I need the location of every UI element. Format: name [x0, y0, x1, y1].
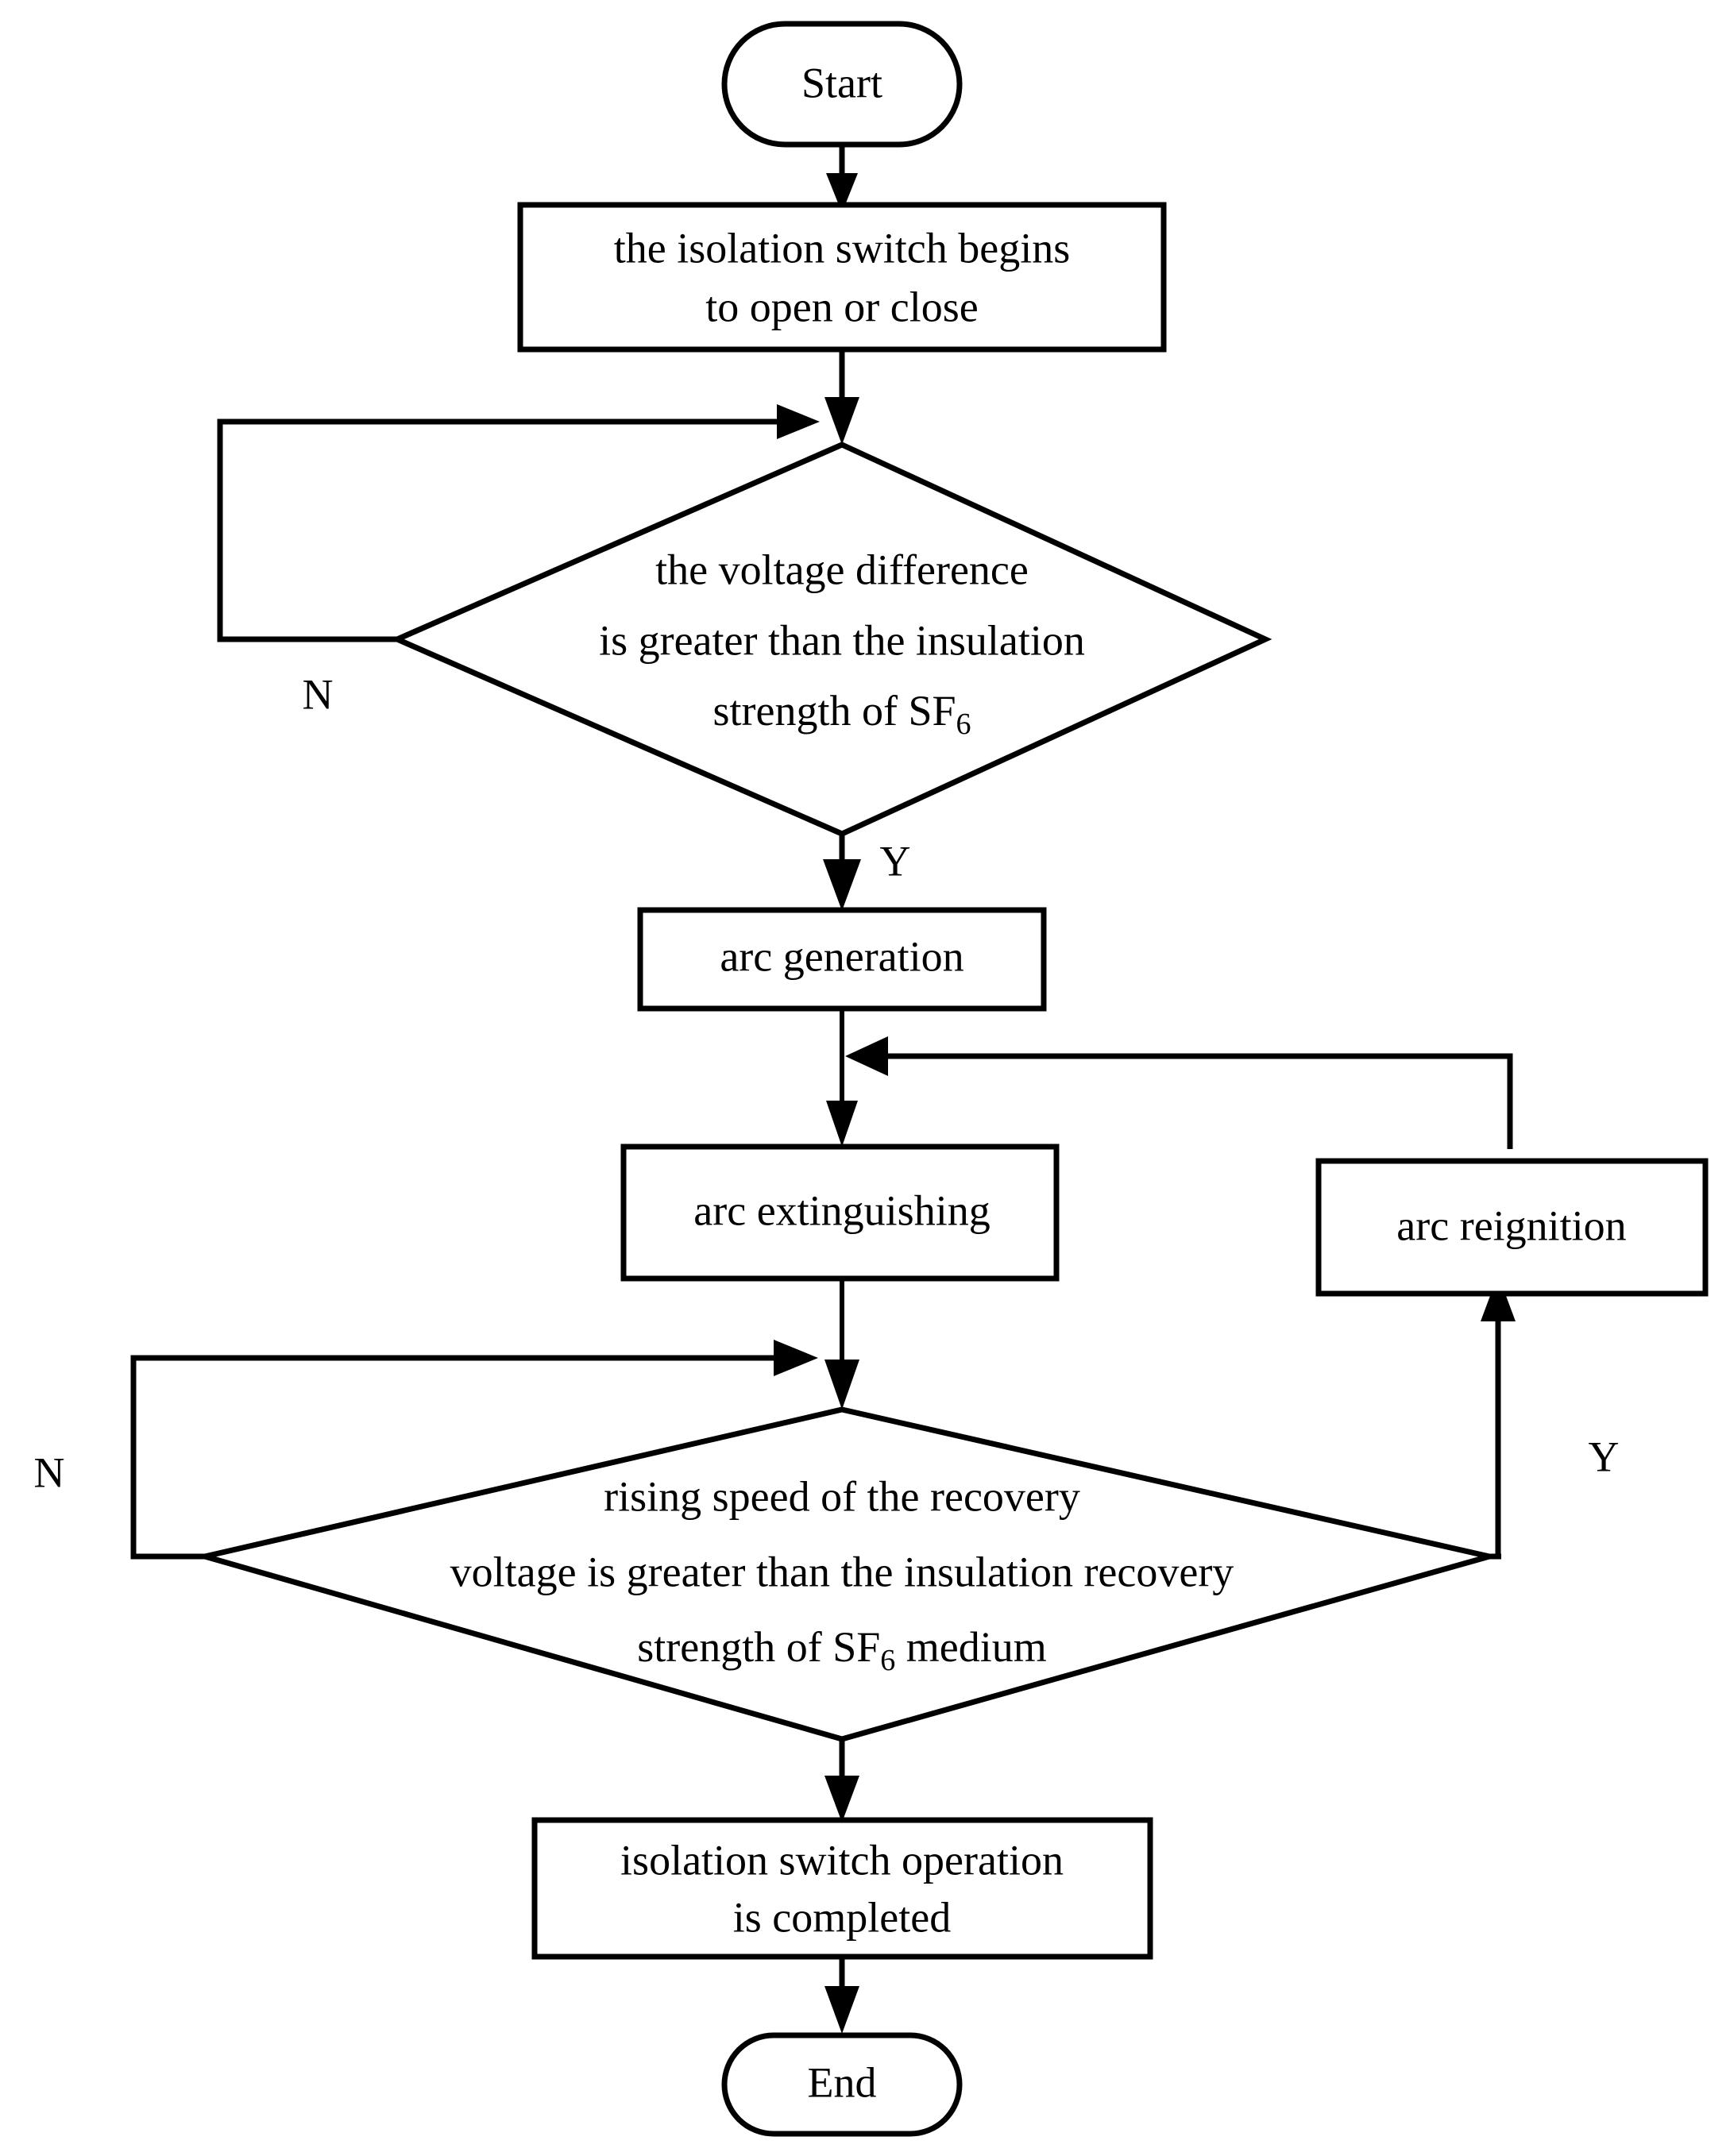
branch-label-recovery-yes: Y	[1589, 1433, 1620, 1480]
node-open-or-close[interactable]: the isolation switch begins to open or c…	[517, 202, 1167, 353]
node-decision-recovery-line3-subscript: 6	[880, 1644, 895, 1677]
node-decision-recovery-line3-main: strength of SF	[637, 1623, 880, 1671]
node-arc-reignition-label: arc reignition	[1396, 1201, 1626, 1249]
node-open-or-close-line1: the isolation switch begins	[614, 224, 1070, 272]
node-open-or-close-line2: to open or close	[705, 283, 978, 330]
node-decision-voltage-line2: is greater than the insulation	[599, 616, 1085, 664]
connector-operation-completed-to-end	[824, 1954, 859, 2034]
node-decision-voltage-line3-subscript: 6	[956, 708, 971, 741]
connector-arc-reignition-feedback	[845, 1036, 1513, 1149]
node-arc-extinguishing[interactable]: arc extinguishing	[620, 1144, 1060, 1282]
connector-arc-generation-to-arc-extinguishing	[826, 1007, 858, 1147]
connector-arc-extinguishing-to-decision-recovery	[824, 1279, 859, 1410]
node-operation-completed-line2: is completed	[733, 1893, 951, 1941]
branch-label-voltage-no: N	[303, 670, 334, 718]
connector-decision-recovery-yes-to-arc-reignition	[1477, 1275, 1516, 1560]
connector-start-to-openclose	[826, 145, 858, 213]
node-end-label: End	[808, 2058, 877, 2106]
node-arc-generation-label: arc generation	[720, 932, 963, 980]
node-arc-reignition[interactable]: arc reignition	[1315, 1158, 1709, 1297]
node-end[interactable]: End	[721, 2032, 963, 2137]
node-start[interactable]: Start	[721, 21, 963, 148]
node-decision-recovery[interactable]: rising speed of the recovery voltage is …	[194, 1406, 1490, 1742]
node-decision-voltage[interactable]: the voltage difference is greater than t…	[390, 442, 1272, 837]
node-operation-completed[interactable]: isolation switch operation is completed	[531, 1817, 1153, 1960]
node-start-label: Start	[801, 59, 882, 106]
connector-decision-voltage-yes-to-arc-generation	[823, 834, 861, 911]
node-decision-voltage-line1: the voltage difference	[655, 546, 1029, 593]
node-arc-generation[interactable]: arc generation	[637, 907, 1047, 1012]
node-operation-completed-line1: isolation switch operation	[620, 1836, 1064, 1884]
connector-decision-voltage-no-loop	[217, 404, 820, 642]
connector-decision-recovery-no-loop	[130, 1340, 818, 1560]
connector-openclose-to-decision-voltage	[824, 349, 859, 445]
branch-label-recovery-no: N	[34, 1448, 65, 1496]
node-decision-recovery-line1: rising speed of the recovery	[604, 1472, 1080, 1520]
node-decision-voltage-line3-main: strength of SF	[712, 687, 956, 735]
branch-label-voltage-yes: Y	[880, 837, 911, 885]
node-decision-recovery-line3-tail: medium	[895, 1623, 1046, 1671]
node-arc-extinguishing-label: arc extinguishing	[693, 1186, 990, 1234]
connector-decision-recovery-to-operation-completed	[824, 1739, 859, 1822]
node-decision-recovery-line2: voltage is greater than the insulation r…	[450, 1548, 1234, 1595]
node-decision-recovery-line3: strength of SF6 medium	[637, 1623, 1047, 1676]
node-decision-voltage-line3: strength of SF6	[712, 687, 971, 740]
